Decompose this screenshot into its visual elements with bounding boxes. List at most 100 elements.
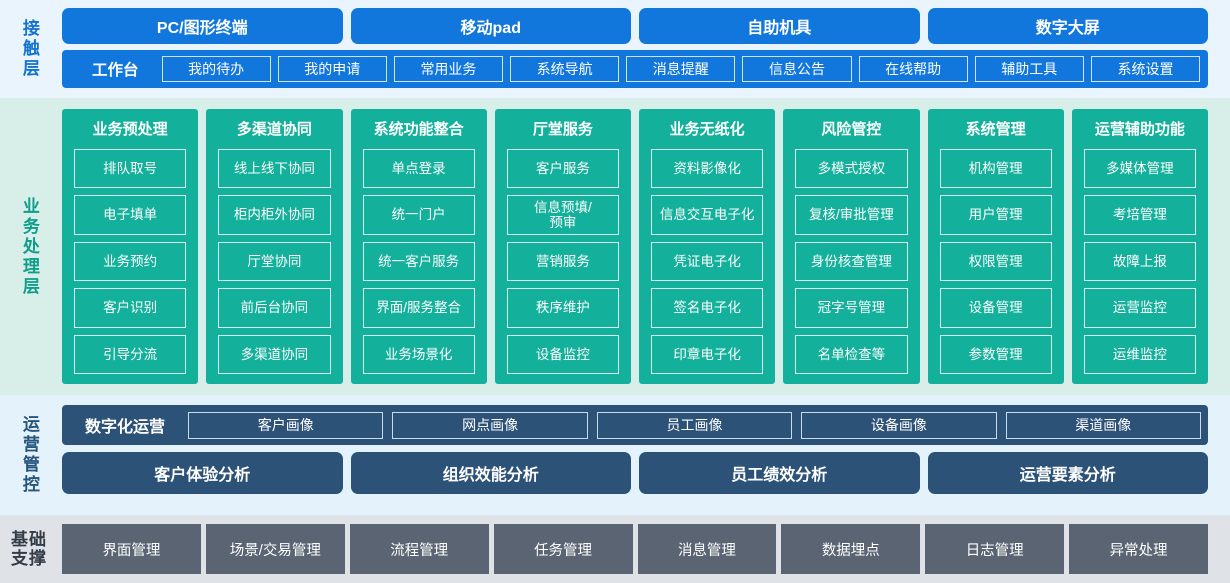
channel-button[interactable]: 自助机具 (639, 8, 920, 44)
business-item[interactable]: 多媒体管理 (1083, 149, 1196, 189)
layer-operations: 运营管控 数字化运营 客户画像 网点画像 员工画像 设备画像 渠道画像 客户体验… (0, 395, 1230, 515)
business-column-title: 业务无纸化 (669, 121, 745, 138)
analysis-button[interactable]: 组织效能分析 (350, 452, 631, 494)
layer-business-body: 业务预处理 排队取号 电子填单 业务预约 客户识别 引导分流 多渠道协同 线上线… (58, 98, 1230, 395)
business-item[interactable]: 身份核查管理 (795, 241, 908, 282)
business-item[interactable]: 印章电子化 (651, 334, 764, 375)
base-item[interactable]: 场景/交易管理 (205, 524, 345, 574)
channel-row: PC/图形终端 移动pad 自助机具 数字大屏 (62, 8, 1208, 44)
business-item[interactable]: 统一门户 (362, 195, 475, 235)
business-item[interactable]: 客户识别 (74, 288, 187, 328)
layer-operations-label: 运营管控 (0, 395, 58, 515)
business-column: 厅堂服务 客户服务 信息预填/ 预审 营销服务 秩序维护 设备监控 (494, 109, 631, 384)
workbench-item[interactable]: 我的申请 (277, 56, 387, 82)
business-item[interactable]: 资料影像化 (651, 149, 764, 189)
business-item[interactable]: 前后台协同 (218, 288, 331, 328)
business-item[interactable]: 考培管理 (1083, 195, 1196, 235)
layer-contact: 接触层 PC/图形终端 移动pad 自助机具 数字大屏 工作台 我的待办 我的申… (0, 0, 1230, 98)
business-item[interactable]: 业务预约 (74, 241, 187, 282)
business-item[interactable]: 厅堂协同 (218, 241, 331, 282)
workbench-item[interactable]: 常用业务 (393, 56, 504, 82)
workbench-title: 工作台 (92, 62, 139, 79)
workbench-item[interactable]: 消息提醒 (626, 56, 736, 82)
base-item[interactable]: 日志管理 (925, 524, 1065, 574)
digital-operations-row: 数字化运营 客户画像 网点画像 员工画像 设备画像 渠道画像 (62, 405, 1208, 445)
business-item[interactable]: 权限管理 (939, 241, 1052, 282)
channel-button[interactable]: 数字大屏 (927, 8, 1208, 44)
business-item[interactable]: 营销服务 (506, 241, 619, 282)
channel-button[interactable]: PC/图形终端 (62, 8, 343, 44)
analysis-button[interactable]: 运营要素分析 (927, 452, 1208, 494)
layer-contact-label: 接触层 (0, 0, 58, 98)
business-item[interactable]: 名单检查等 (795, 334, 908, 375)
portrait-item[interactable]: 客户画像 (188, 411, 384, 439)
analysis-row: 客户体验分析 组织效能分析 员工绩效分析 运营要素分析 (62, 452, 1208, 494)
business-item[interactable]: 客户服务 (506, 149, 619, 189)
layer-operations-body: 数字化运营 客户画像 网点画像 员工画像 设备画像 渠道画像 客户体验分析 组织… (58, 395, 1230, 515)
business-item[interactable]: 多渠道协同 (218, 334, 331, 375)
business-item[interactable]: 排队取号 (74, 149, 187, 189)
workbench-item[interactable]: 我的待办 (161, 56, 271, 82)
layer-base-body: 界面管理 场景/交易管理 流程管理 任务管理 消息管理 数据埋点 日志管理 异常… (58, 515, 1230, 583)
business-item[interactable]: 复核/审批管理 (795, 195, 908, 235)
layer-business-label: 业务处理层 (0, 98, 58, 395)
business-item[interactable]: 信息交互电子化 (651, 195, 764, 235)
business-column-title: 系统功能整合 (373, 121, 464, 138)
portrait-item[interactable]: 设备画像 (801, 411, 997, 439)
business-item[interactable]: 信息预填/ 预审 (506, 195, 619, 235)
layer-business: 业务处理层 业务预处理 排队取号 电子填单 业务预约 客户识别 引导分流 多渠道… (0, 98, 1230, 395)
business-item[interactable]: 业务场景化 (362, 334, 475, 375)
business-column: 运营辅助功能 多媒体管理 考培管理 故障上报 运营监控 运维监控 (1071, 109, 1208, 384)
layer-contact-label-text: 接触层 (19, 19, 39, 79)
workbench-item[interactable]: 信息公告 (742, 56, 852, 82)
business-item[interactable]: 统一客户服务 (362, 241, 475, 282)
business-item[interactable]: 运维监控 (1083, 334, 1196, 375)
base-item[interactable]: 流程管理 (349, 524, 489, 574)
business-column-title: 系统管理 (965, 121, 1026, 138)
business-column-title: 运营辅助功能 (1094, 121, 1185, 138)
layer-base-label-text: 基础支撑 (11, 529, 47, 568)
analysis-button[interactable]: 员工绩效分析 (639, 452, 920, 494)
workbench-item[interactable]: 系统导航 (510, 56, 620, 82)
base-item[interactable]: 异常处理 (1069, 524, 1208, 574)
business-item[interactable]: 秩序维护 (506, 288, 619, 328)
base-item[interactable]: 数据埋点 (781, 524, 921, 574)
analysis-button[interactable]: 客户体验分析 (62, 452, 343, 494)
business-item[interactable]: 用户管理 (939, 195, 1052, 235)
base-item[interactable]: 消息管理 (637, 524, 777, 574)
business-column-title: 厅堂服务 (532, 121, 593, 138)
business-item[interactable]: 电子填单 (74, 195, 187, 235)
workbench-item[interactable]: 在线帮助 (858, 56, 968, 82)
business-item[interactable]: 多模式授权 (795, 149, 908, 189)
portrait-item[interactable]: 网点画像 (392, 411, 588, 439)
business-item[interactable]: 参数管理 (939, 334, 1052, 375)
business-item[interactable]: 设备监控 (506, 334, 619, 375)
business-item[interactable]: 运营监控 (1083, 288, 1196, 328)
business-item[interactable]: 签名电子化 (651, 288, 764, 328)
business-item[interactable]: 线上线下协同 (218, 149, 331, 189)
portrait-item[interactable]: 渠道画像 (1005, 411, 1201, 439)
base-item[interactable]: 界面管理 (62, 524, 201, 574)
business-item[interactable]: 界面/服务整合 (362, 288, 475, 328)
business-item[interactable]: 柜内柜外协同 (218, 195, 331, 235)
business-item[interactable]: 凭证电子化 (651, 241, 764, 282)
layer-base-label: 基础支撑 (0, 515, 58, 583)
business-item[interactable]: 机构管理 (939, 149, 1052, 189)
business-item[interactable]: 冠字号管理 (795, 288, 908, 328)
business-column-title: 业务预处理 (92, 121, 168, 138)
workbench-item[interactable]: 辅助工具 (974, 56, 1084, 82)
portrait-item[interactable]: 员工画像 (596, 411, 793, 439)
business-item[interactable]: 故障上报 (1083, 241, 1196, 282)
layer-contact-body: PC/图形终端 移动pad 自助机具 数字大屏 工作台 我的待办 我的申请 常用… (58, 0, 1230, 98)
layer-business-label-text: 业务处理层 (19, 196, 39, 297)
layer-operations-label-text: 运营管控 (19, 415, 39, 495)
business-item[interactable]: 引导分流 (74, 334, 187, 375)
workbench-item[interactable]: 系统设置 (1090, 56, 1201, 82)
channel-button[interactable]: 移动pad (350, 8, 631, 44)
business-column: 风险管控 多模式授权 复核/审批管理 身份核查管理 冠字号管理 名单检查等 (783, 109, 920, 384)
business-item[interactable]: 设备管理 (939, 288, 1052, 328)
business-item[interactable]: 单点登录 (362, 149, 475, 189)
base-item[interactable]: 任务管理 (493, 524, 633, 574)
business-column-title: 风险管控 (821, 121, 882, 138)
